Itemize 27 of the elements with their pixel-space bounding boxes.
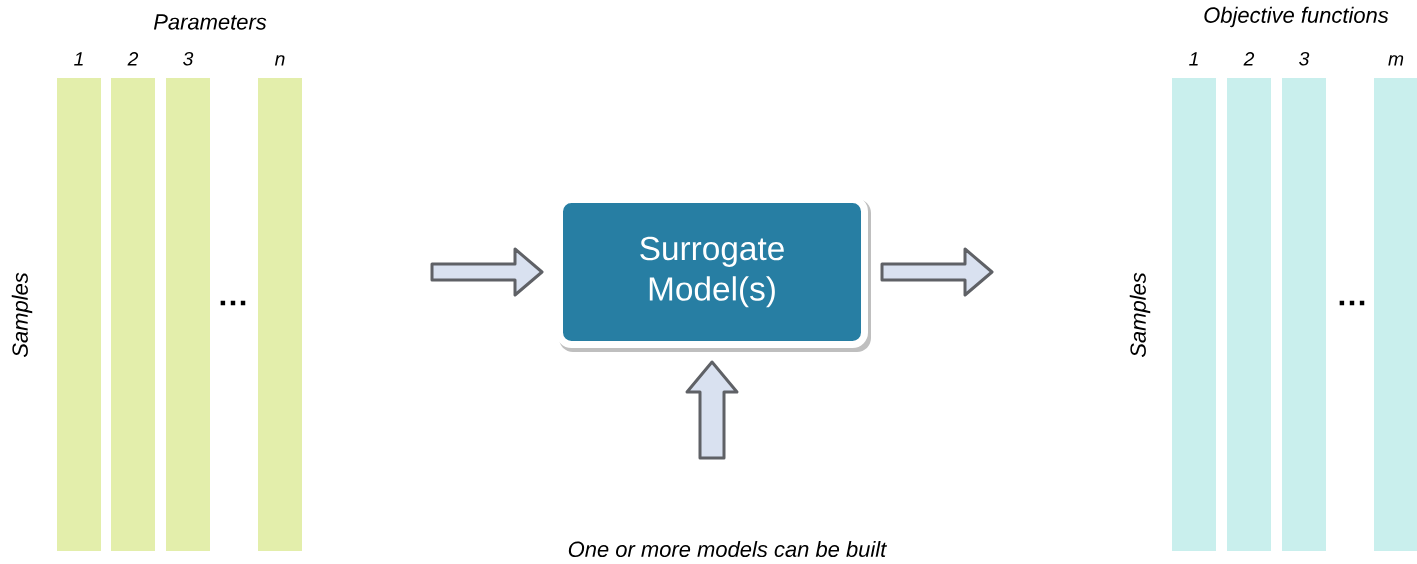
heading: Parameters	[153, 14, 267, 30]
column-bar: n	[258, 55, 302, 551]
column-bar: 2	[111, 52, 155, 551]
ellipsis: …	[1339, 300, 1365, 306]
node-label: 1	[1189, 52, 1198, 66]
node-label: 2	[1243, 52, 1255, 66]
node-label: 3	[183, 51, 194, 66]
column-bar: 1	[1172, 52, 1216, 551]
block-arrow	[685, 360, 739, 460]
block-arrow	[430, 247, 544, 297]
node-label: 2	[127, 52, 139, 66]
heading: Objective functions	[1204, 6, 1389, 28]
ellipsis: …	[220, 300, 246, 306]
column-bar: 1	[57, 52, 101, 551]
column-bar: m	[1374, 55, 1417, 551]
node-label: 1	[74, 52, 83, 66]
node-label: m	[1388, 55, 1404, 66]
axis-label: Samples	[11, 272, 33, 358]
axis-label: Samples	[1129, 272, 1151, 358]
column-bar: 3	[1282, 51, 1326, 551]
node-label: 3	[1299, 51, 1310, 66]
column-bar: 3	[166, 51, 210, 551]
caption: One or more models can be built	[568, 540, 887, 558]
block-arrow	[880, 247, 994, 297]
column-bar: 2	[1227, 52, 1271, 551]
process-box: Surrogate Model(s)	[556, 196, 871, 352]
node-label: n	[274, 55, 285, 66]
